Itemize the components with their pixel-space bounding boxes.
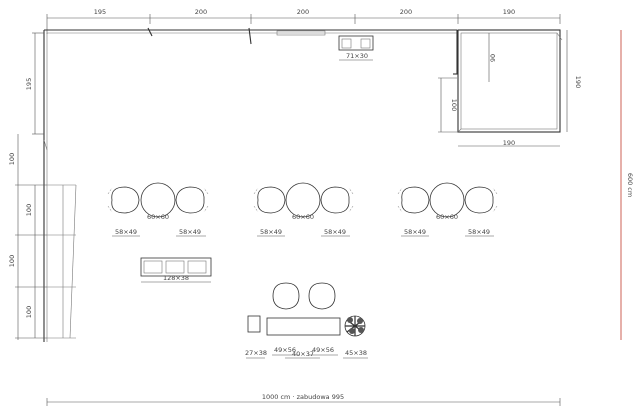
lounge-chair-left-label: 49×56	[274, 346, 296, 354]
platform-side-100: 100	[450, 99, 458, 111]
table-1-chair-right: 58×49	[179, 228, 201, 236]
chair-icon	[401, 186, 430, 214]
platform-width-190: 190	[503, 139, 515, 147]
top-dim-2: 200	[195, 8, 207, 16]
round-table-icon	[285, 182, 321, 218]
coffee-table-icon	[266, 317, 341, 336]
chair-icon	[257, 186, 286, 214]
chair-icon	[175, 186, 205, 214]
platform-dimensions: 90 100 190 190 600 cm	[438, 30, 634, 340]
table-2-chair-left: 58×49	[260, 228, 282, 236]
lounge-area: 27×38 49×56 40×37 49×56 45×38	[245, 282, 368, 359]
table-set-3: 60×60 58×49 58×49	[397, 182, 498, 237]
round-table-icon	[140, 182, 176, 218]
bottom-dim-label: 1000 cm · zabudowa 995	[262, 393, 344, 401]
lounge-chair-left-icon	[272, 282, 300, 310]
chair-icon	[111, 186, 140, 214]
left-dimension-lines: 195 100 100 100 100	[8, 32, 47, 340]
top-dim-5: 190	[503, 8, 515, 16]
table-set-2: 60×60 58×49 58×49	[253, 182, 354, 237]
left-dim-4: 100	[25, 306, 33, 318]
table-3-label: 60×60	[436, 213, 458, 221]
table-set-1: 60×60 58×49 58×49	[107, 182, 209, 237]
top-dim-4: 200	[400, 8, 412, 16]
table-2-chair-right: 58×49	[324, 228, 346, 236]
left-dim-2: 100	[25, 204, 33, 216]
cabinet-71x30: 71×30	[338, 35, 374, 61]
top-dim-1: 195	[94, 8, 106, 16]
chair-icon	[464, 186, 494, 214]
lounge-plant-label: 45×38	[345, 349, 367, 357]
left-dim-1: 100	[8, 153, 16, 165]
side-table-icon	[247, 315, 261, 333]
bottom-dimension-line: 1000 cm · zabudowa 995	[46, 393, 561, 406]
plant-icon	[344, 315, 366, 337]
lounge-side-table-label: 27×38	[245, 349, 267, 357]
total-height-label: 600 cm	[626, 173, 634, 197]
walls	[43, 27, 563, 342]
table-3-chair-left: 58×49	[404, 228, 426, 236]
lounge-chair-right-label: 49×56	[312, 346, 334, 354]
table-2-label: 60×60	[292, 213, 314, 221]
round-table-icon	[429, 182, 465, 218]
table-1-chair-left: 58×49	[115, 228, 137, 236]
lounge-chair-right-icon	[308, 282, 336, 310]
table-3-chair-right: 58×49	[468, 228, 490, 236]
bench-128x38: 128×38	[140, 257, 212, 283]
top-dimension-line: 195 200 200 200 190	[46, 8, 561, 34]
lounge-table-label: 40×37	[292, 350, 314, 358]
left-dim-3: 100	[8, 255, 16, 267]
chair-icon	[320, 186, 350, 214]
platform-height-190: 190	[574, 76, 582, 88]
left-dim-upper: 195	[25, 78, 33, 90]
table-1-label: 60×60	[147, 213, 169, 221]
bench-label: 128×38	[163, 274, 189, 282]
cabinet-label: 71×30	[346, 52, 368, 60]
top-dim-3: 200	[297, 8, 309, 16]
platform-height-90: 90	[489, 54, 497, 62]
